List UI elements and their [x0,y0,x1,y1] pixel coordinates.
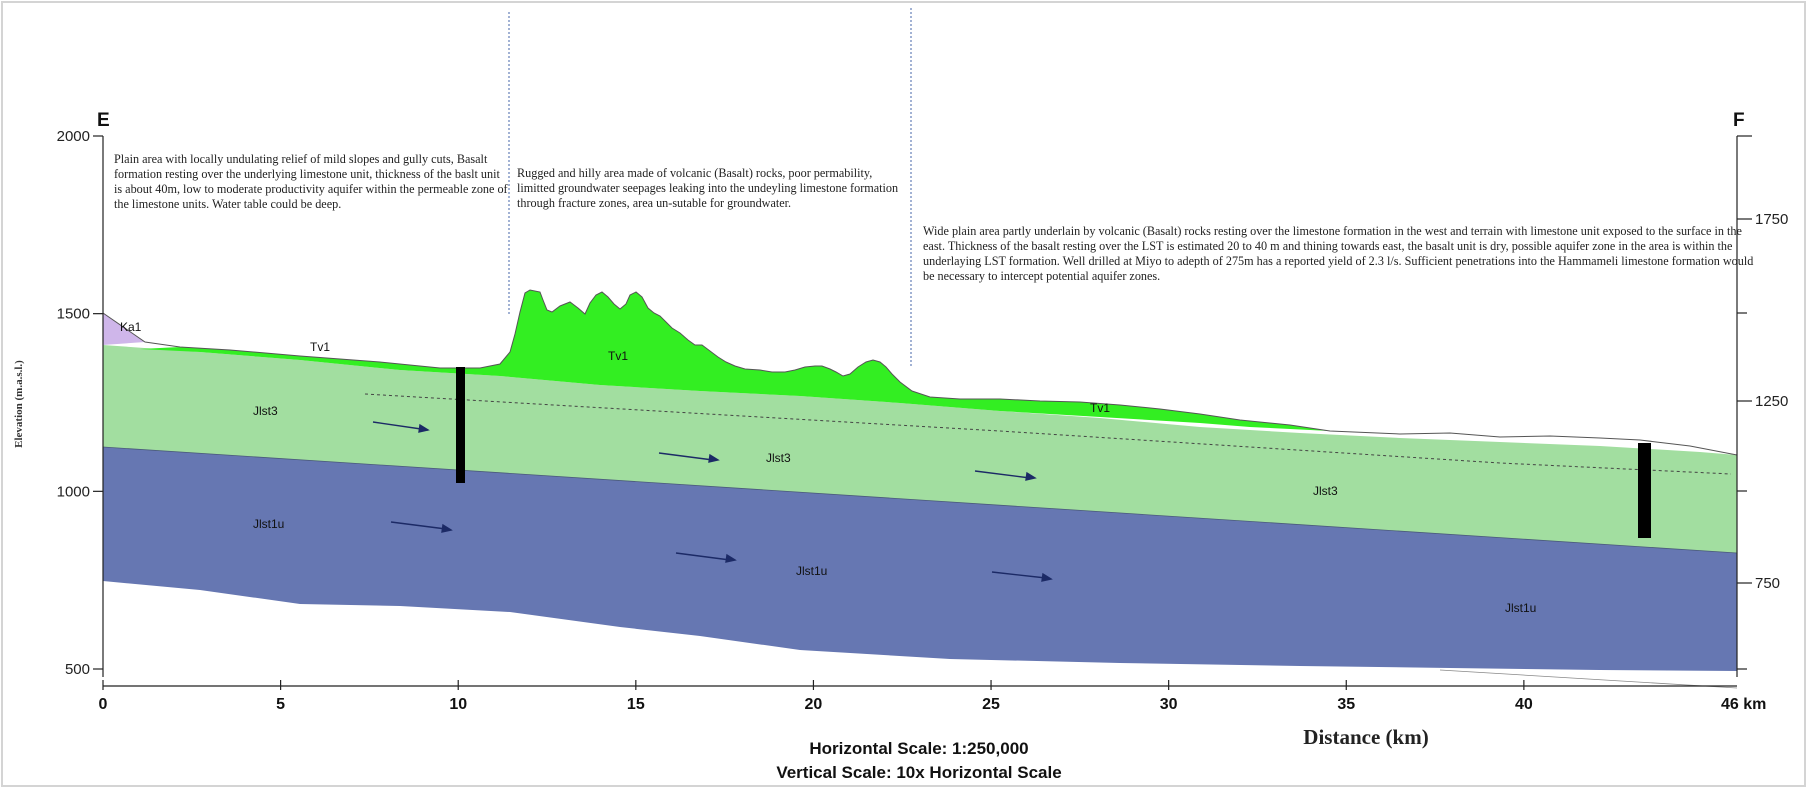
x-tick-label: 30 [1160,696,1178,713]
borehole-east [1638,443,1651,538]
flow-arrow [991,571,1047,579]
water-table-line [364,393,1732,475]
jlst3-jlst1u-contact [102,446,1738,554]
unit-label-jlst3-left: Jlst3 [253,404,278,418]
flow-arrow-head [708,453,720,463]
flow-arrow-head [418,423,430,433]
flow-arrow-head [1025,471,1037,481]
x-tick-label: 35 [1337,696,1355,713]
y-axis-title: Elevation (m.a.s.l.) [13,360,25,448]
unit-tv1-polygon [140,290,1330,431]
unit-label-jlst1u-right: Jlst1u [1505,601,1536,615]
section-label-e: E [97,110,110,131]
note-west: Plain area with locally undulating relie… [114,152,508,211]
flow-arrow [390,521,447,530]
x-tick-label: 0 [99,696,108,713]
right-y-tick-label: 1250 [1755,393,1788,410]
right-y-tick-label: 750 [1755,575,1780,592]
flow-arrow [974,470,1031,479]
flow-arrow-head [441,523,453,533]
x-tick-label: 5 [276,696,285,713]
x-tick-label: 40 [1515,696,1533,713]
left-y-tick-label: 500 [65,661,90,678]
unit-jlst1u-polygon [103,447,1737,671]
vertical-scale-text: Vertical Scale: 10x Horizontal Scale [776,763,1061,782]
unit-ka1-polygon [103,313,145,345]
x-tick-label: 20 [805,696,823,713]
unit-label-jlst3-right: Jlst3 [1313,484,1338,498]
borehole-west [456,367,465,483]
right-y-major-ticks [1737,218,1752,584]
base-trail-line [1439,669,1738,689]
right-y-ticks [1737,135,1752,670]
terrain-surface-line [102,289,1738,456]
left-y-tick-label: 1500 [57,306,90,323]
x-end-label: 46 km [1721,696,1766,713]
horizontal-scale-text: Horizontal Scale: 1:250,000 [809,739,1028,758]
unit-jlst3-polygon [103,345,1737,553]
note-center: Rugged and hilly area made of volcanic (… [517,166,899,210]
unit-label-ka1: Ka1 [120,320,142,334]
unit-label-tv1-left: Tv1 [310,340,330,354]
x-tick-label: 25 [982,696,1000,713]
unit-label-jlst3-center: Jlst3 [766,451,791,465]
section-label-f: F [1733,110,1745,131]
left-y-tick-label: 2000 [57,128,90,145]
right-y-tick-label: 1750 [1755,211,1788,228]
flow-arrow [675,552,731,561]
flow-arrow-head [725,553,737,563]
flow-arrow [658,452,714,461]
flow-arrow-head [1041,572,1053,582]
unit-label-tv1-right: Tv1 [1090,401,1110,415]
unit-label-jlst1u-center: Jlst1u [796,564,827,578]
axes-group: 1750 1250 750 46 km 0 5 10 15 20 25 30 35 40 2000… [57,128,1789,713]
x-axis-title: Distance (km) [1303,725,1428,749]
x-tick-label: 10 [449,696,467,713]
note-east: Wide plain area partly underlain by volc… [923,224,1754,283]
flow-arrows [372,421,1053,582]
left-y-tick-label: 1000 [57,483,90,500]
x-tick-label: 15 [627,696,645,713]
unit-label-jlst1u-left: Jlst1u [253,517,284,531]
unit-label-tv1-center: Tv1 [608,349,628,363]
